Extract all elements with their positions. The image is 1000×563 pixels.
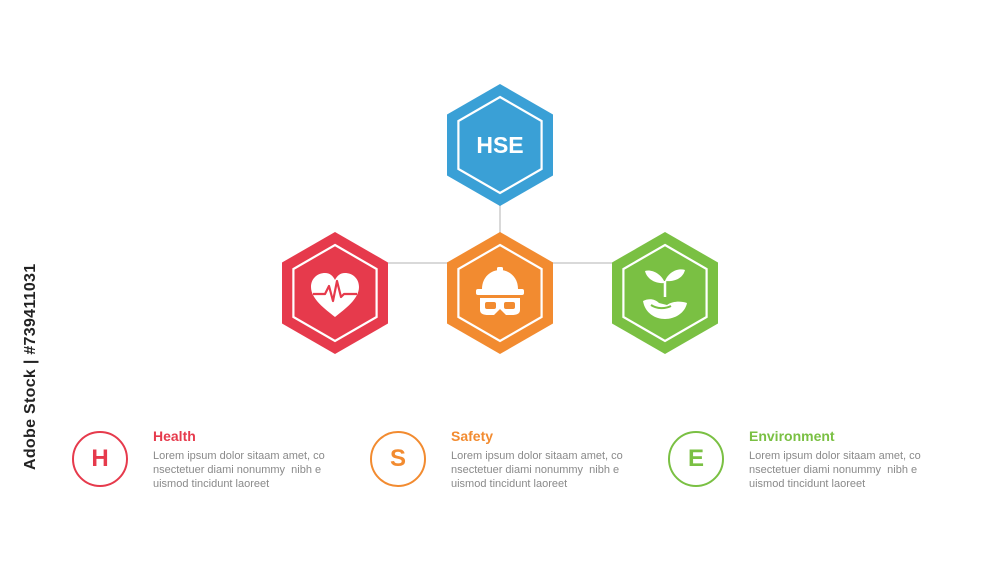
hex-hse-outline — [457, 95, 543, 195]
item-title-environment: Environment — [749, 428, 835, 444]
hex-safety-outline — [457, 243, 543, 343]
item-title-health: Health — [153, 428, 196, 444]
item-description-health: Lorem ipsum dolor sitaam amet, co nsecte… — [153, 450, 325, 490]
hse-diagram: HSE — [282, 84, 718, 354]
letter-circle-environment: E — [668, 431, 724, 487]
hex-hse: HSE — [447, 84, 553, 206]
hex-hse-label: HSE — [476, 132, 523, 158]
item-description-safety: Lorem ipsum dolor sitaam amet, co nsecte… — [451, 450, 623, 490]
hex-health-outline — [292, 243, 378, 343]
item-environment: E Environment Lorem ipsum dolor sitaam a… — [668, 428, 968, 498]
hex-hse-fill — [447, 84, 553, 206]
hex-health — [282, 232, 388, 354]
hex-safety — [447, 232, 553, 354]
hard-hat-goggles-icon — [476, 267, 524, 315]
letter-circle-safety: S — [370, 431, 426, 487]
stock-id-label: Adobe Stock | #739411031 — [22, 263, 39, 470]
hex-environment — [612, 232, 718, 354]
heart-pulse-icon — [311, 273, 359, 317]
item-title-safety: Safety — [451, 428, 494, 444]
letter-circle-health: H — [72, 431, 128, 487]
item-description-environment: Lorem ipsum dolor sitaam amet, co nsecte… — [749, 450, 921, 490]
leaf-hand-icon — [643, 269, 687, 319]
item-health: H Health Lorem ipsum dolor sitaam amet, … — [72, 428, 372, 498]
item-safety: S Safety Lorem ipsum dolor sitaam amet, … — [370, 428, 670, 498]
hex-environment-outline — [622, 243, 708, 343]
